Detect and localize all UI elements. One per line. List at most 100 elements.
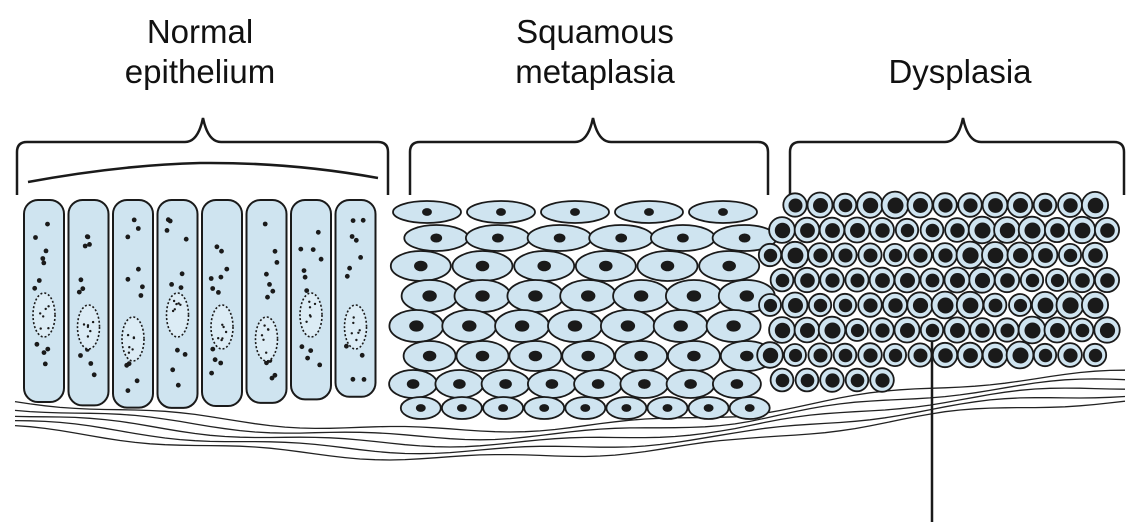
cell-nucleus	[581, 290, 595, 301]
cell-nucleus	[950, 223, 964, 237]
cell-nucleus	[1013, 348, 1029, 364]
chromatin-dot	[42, 315, 44, 317]
chromatin-dot	[45, 308, 47, 310]
cell-nucleus	[789, 349, 802, 362]
granule	[219, 275, 224, 280]
granule	[166, 217, 171, 222]
granule	[303, 275, 308, 280]
chromatin-dot	[47, 327, 49, 329]
cell-nucleus	[988, 248, 1004, 264]
granule	[183, 352, 188, 357]
cell-nucleus	[1026, 274, 1039, 287]
chromatin-dot	[309, 306, 311, 308]
granule	[263, 222, 268, 227]
granule	[350, 234, 355, 239]
cell-nucleus	[722, 261, 736, 272]
chromatin-dot	[353, 316, 355, 318]
bracket-normal	[17, 118, 388, 195]
cell-nucleus	[825, 273, 839, 287]
chromatin-dot	[47, 305, 49, 307]
chromatin-dot	[351, 332, 353, 334]
cell-nucleus	[813, 248, 827, 262]
cell-nucleus	[475, 290, 489, 301]
cell-nucleus	[963, 298, 979, 314]
chromatin-dot	[133, 337, 135, 339]
cell-nucleus	[529, 351, 543, 362]
cell-nucleus	[1088, 198, 1104, 214]
cell-nucleus	[122, 317, 144, 361]
granule	[270, 289, 275, 294]
cell-nucleus	[851, 274, 865, 288]
cell-nucleus	[422, 290, 436, 301]
cell-nucleus	[1025, 323, 1041, 339]
cell-nucleus	[839, 299, 852, 312]
chromatin-dot	[261, 334, 263, 336]
chromatin-dot	[89, 330, 91, 332]
columnar-cell	[113, 200, 153, 408]
granule	[88, 361, 93, 366]
cell-nucleus	[731, 379, 744, 389]
granule	[267, 282, 272, 287]
cell-nucleus	[763, 348, 778, 363]
granule	[136, 226, 141, 231]
cell-nucleus	[1088, 298, 1104, 314]
cell-nucleus	[900, 323, 915, 338]
cell-nucleus	[726, 320, 740, 331]
granule	[304, 288, 309, 293]
cell-nucleus	[1075, 223, 1091, 239]
cell-nucleus	[863, 298, 877, 312]
cell-nucleus	[638, 379, 651, 389]
granule	[209, 371, 214, 376]
cell-nucleus	[938, 248, 952, 262]
granule	[40, 256, 45, 261]
cell-nucleus	[718, 208, 728, 216]
chromatin-dot	[309, 315, 311, 317]
cell-nucleus	[546, 379, 559, 389]
chromatin-dot	[39, 312, 41, 314]
chromatin-dot	[352, 322, 354, 324]
cell-nucleus	[537, 261, 551, 272]
granule	[87, 242, 92, 247]
cell-nucleus	[888, 298, 902, 312]
bracket-dysplasia	[790, 118, 1124, 195]
cell-nucleus	[825, 373, 839, 387]
cell-nucleus	[825, 323, 841, 339]
cell-nucleus	[476, 261, 490, 272]
chromatin-dot	[355, 339, 357, 341]
cell-nucleus	[345, 305, 367, 349]
cell-nucleus	[900, 273, 915, 288]
chromatin-dot	[357, 332, 359, 334]
granule	[216, 290, 221, 295]
cell-nucleus	[975, 273, 990, 288]
chromatin-dot	[308, 301, 310, 303]
granule	[45, 222, 50, 227]
granule	[135, 378, 140, 383]
chromatin-dot	[127, 334, 129, 336]
granule	[139, 293, 144, 298]
cell-nucleus	[888, 198, 904, 214]
cell-nucleus	[615, 233, 627, 242]
chromatin-dot	[221, 324, 223, 326]
granule	[362, 377, 367, 382]
granule	[351, 218, 356, 223]
chromatin-dot	[173, 300, 175, 302]
granule	[79, 277, 84, 282]
columnar-cell	[202, 200, 242, 406]
cell-nucleus	[661, 261, 675, 272]
chromatin-dot	[220, 339, 222, 341]
cell-nucleus	[644, 208, 654, 216]
cell-nucleus	[975, 323, 989, 337]
granule	[273, 249, 278, 254]
cell-nucleus	[875, 373, 889, 387]
chromatin-dot	[359, 329, 361, 331]
cell-nucleus	[825, 223, 840, 238]
cell-nucleus	[789, 199, 803, 213]
cell-nucleus	[492, 233, 504, 242]
cell-nucleus	[863, 348, 877, 362]
granule	[176, 383, 181, 388]
cell-nucleus	[764, 249, 777, 262]
granule	[300, 344, 305, 349]
cell-nucleus	[684, 379, 697, 389]
